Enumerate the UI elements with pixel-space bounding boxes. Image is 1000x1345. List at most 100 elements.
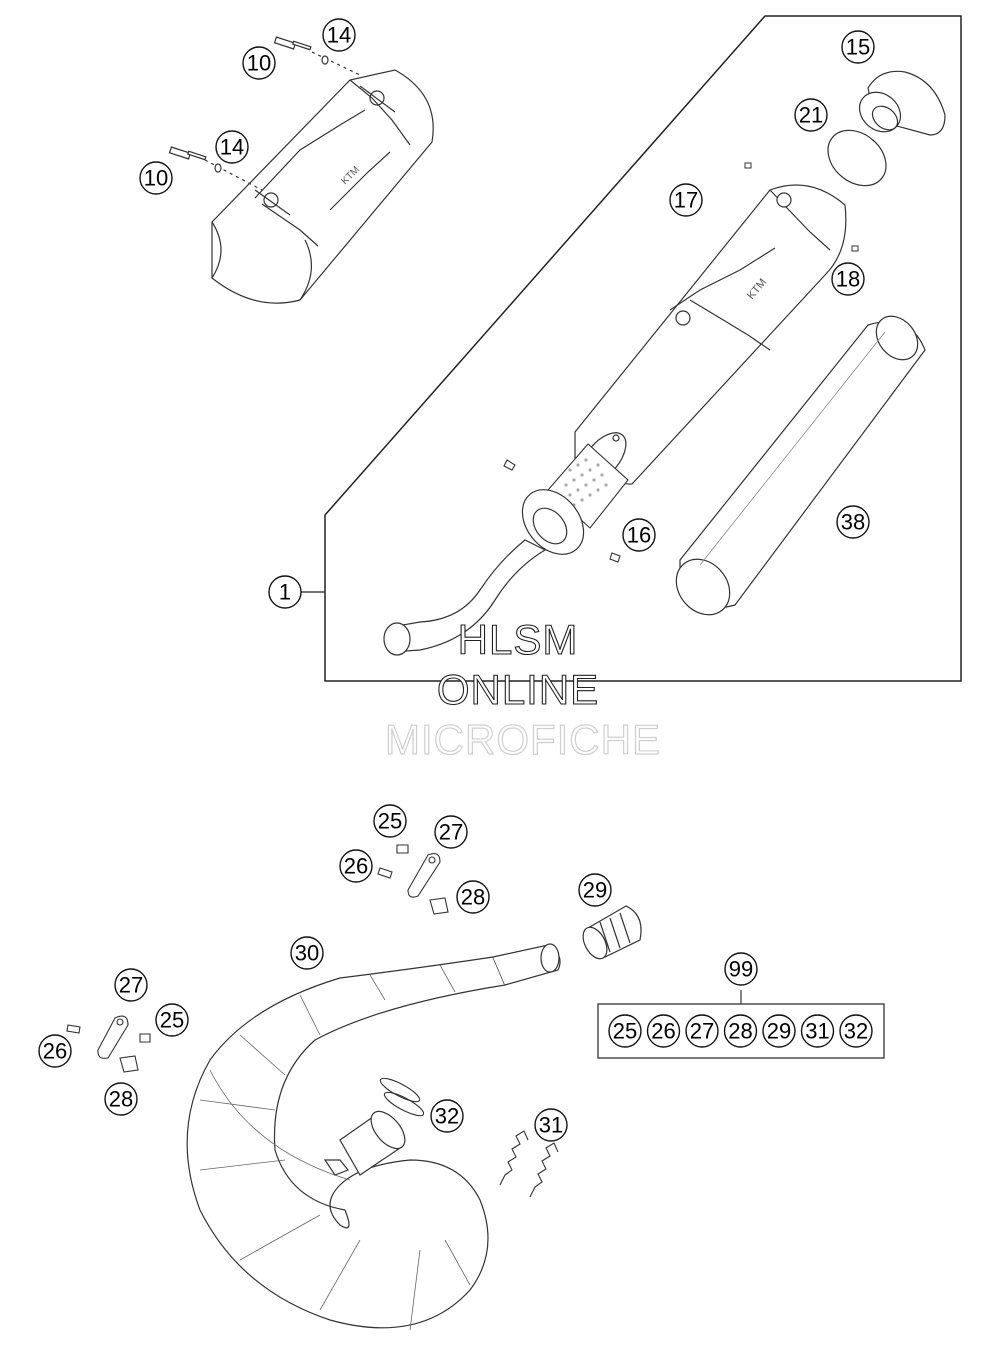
- callout-number: 10: [247, 51, 271, 76]
- callout-number: 10: [144, 166, 168, 191]
- callout-circle: [242, 46, 276, 80]
- callout-circle: [669, 183, 703, 217]
- callout-number: 32: [435, 1104, 459, 1129]
- callout-number: 15: [846, 35, 870, 60]
- kit-item-circle: [646, 1014, 681, 1048]
- callout-c14a: 14: [322, 18, 356, 52]
- callout-number: 30: [295, 941, 319, 966]
- callout-number: 27: [439, 820, 463, 845]
- callout-c26a: 26: [339, 849, 373, 883]
- kit-item: 26: [646, 1014, 681, 1048]
- kit-item: 31: [800, 1014, 835, 1048]
- callout-c15: 15: [841, 30, 875, 64]
- callout-c25a: 25: [373, 804, 407, 838]
- kit-item-circle: [685, 1014, 719, 1048]
- callout-circle: [841, 30, 875, 64]
- kit-item: 27: [685, 1014, 719, 1048]
- callout-number: 21: [799, 103, 823, 128]
- callout-number: 29: [583, 878, 607, 903]
- callout-c16: 16: [622, 518, 656, 552]
- kit-item-circle: [839, 1014, 873, 1048]
- bracket-hardware-lower: [66, 1015, 151, 1073]
- kit-item: 29: [762, 1014, 796, 1048]
- callout-circle: [794, 98, 828, 132]
- callout-number: 17: [674, 188, 698, 213]
- bolt-10-lower: [168, 146, 263, 191]
- watermark-line-2: ONLINE: [437, 666, 599, 713]
- callout-number: 99: [729, 957, 753, 982]
- kit-item-number: 27: [690, 1019, 714, 1044]
- callout-number: 14: [327, 23, 351, 48]
- callout-c27a: 27: [434, 815, 468, 849]
- callout-c17: 17: [669, 183, 703, 217]
- callout-number: 31: [539, 1113, 563, 1138]
- kit-item-circle: [800, 1014, 835, 1048]
- callout-number: 27: [119, 973, 143, 998]
- callout-c27b: 27: [114, 968, 148, 1002]
- kit-item-number: 32: [844, 1019, 868, 1044]
- callout-number: 25: [378, 809, 402, 834]
- o-ring-21: [827, 129, 887, 187]
- callout-circle: [38, 1034, 72, 1068]
- watermark-line-1: HLSM: [458, 616, 579, 663]
- callout-circle: [104, 1082, 138, 1116]
- callout-number: 14: [220, 135, 244, 160]
- callout-c18: 18: [831, 262, 865, 296]
- callout-circle: [322, 18, 356, 52]
- kit-item-number: 26: [651, 1019, 675, 1044]
- kit-99-contents: 25 26 27 28 29 31 32: [608, 1014, 873, 1048]
- callout-circle: [339, 849, 373, 883]
- callout-circle: [622, 518, 656, 552]
- callout-circle: [155, 1003, 189, 1037]
- callout-number: 26: [43, 1039, 67, 1064]
- silencer-mount-detail: KTM: [211, 69, 434, 304]
- watermark-line-3: MICROFICHE: [385, 716, 661, 763]
- exhaust-pipe: [186, 943, 561, 1331]
- callout-c31: 31: [534, 1108, 568, 1142]
- callout-circle: [836, 505, 870, 539]
- callout-circle: [578, 873, 612, 907]
- callout-c10b: 10: [139, 161, 173, 195]
- callout-circle: [139, 161, 173, 195]
- callout-circle: [831, 262, 865, 296]
- silencer-sleeve: [675, 315, 926, 616]
- callout-c14b: 14: [215, 130, 249, 164]
- callout-c28b: 28: [104, 1082, 138, 1116]
- callout-c30: 30: [290, 936, 324, 970]
- callout-c38: 38: [836, 505, 870, 539]
- callout-number: 16: [627, 523, 651, 548]
- inlet-pipe: [383, 489, 585, 656]
- callout-number: 1: [279, 580, 291, 605]
- callout-circle: [534, 1108, 568, 1142]
- kit-item-number: 25: [613, 1019, 637, 1044]
- kit-item-number: 29: [767, 1019, 791, 1044]
- kit-item-number: 28: [728, 1019, 752, 1044]
- watermark: HLSM ONLINE MICROFICHE: [384, 615, 661, 763]
- springs-31: [499, 1130, 559, 1198]
- bolt-10-upper: [273, 36, 361, 76]
- callout-number: 38: [841, 510, 865, 535]
- callout-circle: [215, 130, 249, 164]
- kit-item-circle: [723, 1014, 758, 1048]
- callout-c10a: 10: [242, 46, 276, 80]
- screw-16: [503, 459, 621, 563]
- nut-18: [744, 162, 859, 252]
- silencer-assembly-frame: [324, 15, 962, 682]
- callout-circle: [434, 815, 468, 849]
- rubber-sleeve: [582, 905, 642, 960]
- callout-c29: 29: [578, 873, 612, 907]
- callout-c99: 99: [724, 952, 758, 986]
- kit-item-circle: [762, 1014, 796, 1048]
- callout-number: 26: [344, 854, 368, 879]
- kit-item: 32: [839, 1014, 873, 1048]
- callout-number: 25: [160, 1008, 184, 1033]
- callout-c28a: 28: [456, 880, 490, 914]
- callout-c32: 32: [430, 1099, 464, 1133]
- callout-circle: [430, 1099, 464, 1133]
- callout-c21: 21: [794, 98, 828, 132]
- callout-number: 28: [109, 1087, 133, 1112]
- callout-c25b: 25: [155, 1003, 189, 1037]
- callout-circle: [268, 575, 302, 609]
- bracket-hardware-upper: [377, 844, 449, 915]
